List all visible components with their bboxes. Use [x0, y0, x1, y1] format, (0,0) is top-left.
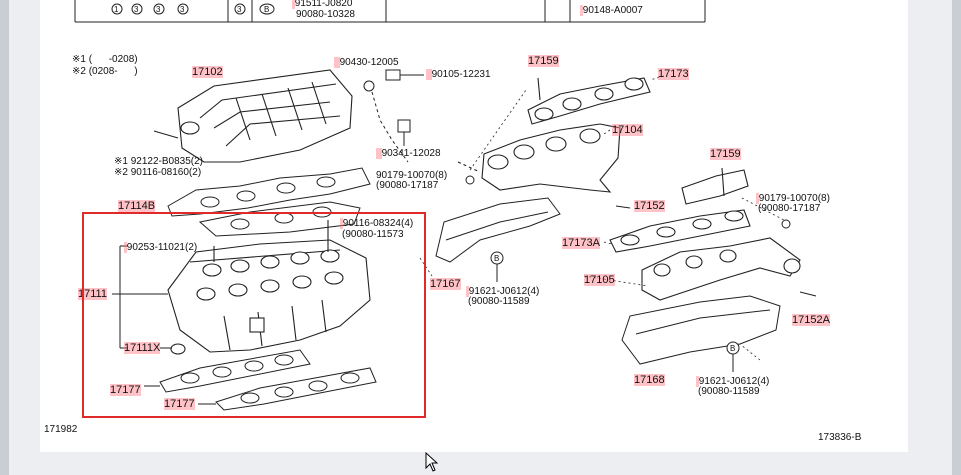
- label-90105-12231: 90105-12231: [426, 69, 491, 80]
- label-17152a: 17152A: [792, 314, 830, 326]
- header-col3-circle: B: [264, 5, 270, 14]
- parts-diagram-sheet: 1 3 3 3 3 B 91511-J0820 90080-10328 9014…: [40, 0, 908, 452]
- label-90179-10070-right: 90179-10070(8): [756, 193, 830, 204]
- label-91621-j0612-left: 91621-J0612(4): [466, 286, 539, 297]
- diagram-code-left: 171982: [44, 424, 78, 435]
- header-circle-4: 3: [180, 5, 185, 14]
- label-17177-a: 17177: [110, 384, 141, 396]
- label-90080-11589-left: (90080-11589: [468, 296, 530, 307]
- studs-drawing: [465, 175, 817, 297]
- upper-intake-drawing: [153, 69, 353, 163]
- exhaust-17104-drawing: [457, 77, 651, 193]
- label-17173: 17173: [658, 68, 689, 80]
- note-2: ※2 (0208- ): [72, 66, 138, 77]
- gasket-17177-drawing: [144, 349, 377, 411]
- heat-shield-17167-drawing: [435, 197, 561, 263]
- label-17114b: 17114B: [118, 200, 156, 212]
- label-92122-b0835: ※1 92122-B0835(2): [114, 156, 203, 167]
- note-1: ※1 ( -0208): [72, 54, 138, 65]
- label-90080-11573: (90080-11573: [342, 229, 404, 240]
- label-17168: 17168: [634, 374, 665, 386]
- left-scroll-edge: [0, 0, 9, 475]
- diagram-code-right: 173836-B: [818, 432, 862, 443]
- b-callouts: [490, 251, 740, 372]
- label-17152: 17152: [634, 200, 665, 212]
- label-90080-17187-right: (90080-17187: [758, 203, 821, 214]
- lower-intake-drawing: [167, 220, 371, 355]
- exhaust-17105-drawing: [609, 167, 801, 301]
- label-17105: 17105: [584, 274, 615, 286]
- label-90080-11589-right: (90080-11589: [698, 386, 760, 397]
- label-90116-08160: ※2 90116-08160(2): [114, 167, 202, 178]
- label-b-right: B: [730, 344, 736, 353]
- header-circle-2: 3: [134, 5, 139, 14]
- diagram-drawing: [74, 0, 817, 411]
- header-circle-3: 3: [156, 5, 161, 14]
- label-17102: 17102: [192, 66, 223, 78]
- label-17159-top: 17159: [528, 55, 559, 67]
- label-17111: 17111: [78, 288, 107, 300]
- label-17159-right: 17159: [710, 148, 741, 160]
- label-90341-12028: 90341-12028: [376, 148, 441, 159]
- label-17104: 17104: [612, 124, 643, 136]
- label-17173a: 17173A: [562, 237, 600, 249]
- bolts-top-drawing: [363, 69, 424, 163]
- header-part-90080-10328: 90080-10328: [296, 9, 355, 20]
- header-part-90148: 90148-A0007: [580, 5, 643, 16]
- header-col2-circle: 3: [237, 5, 242, 14]
- header-part-91511: 91511-J0820: [292, 0, 352, 9]
- header-table-lines: [74, 0, 706, 23]
- label-90430-12005: 90430-12005: [334, 57, 399, 68]
- selection-highlight-frame: [82, 212, 426, 418]
- bracket-lines: [112, 245, 172, 349]
- label-90179-10070-left: 90179-10070(8): [376, 170, 448, 181]
- mouse-cursor-icon: [425, 452, 439, 472]
- label-90116-08324: 90116-08324(4): [340, 218, 413, 229]
- header-circle-1: 1: [114, 5, 119, 14]
- label-91621-j0612-right: 91621-J0612(4): [696, 376, 769, 387]
- label-90253-11021: 90253-11021(2): [124, 242, 197, 253]
- leader-lines: [419, 75, 785, 361]
- label-17167: 17167: [430, 278, 461, 290]
- label-17177-b: 17177: [164, 398, 195, 410]
- gasket-17114b-drawing: [167, 167, 371, 237]
- right-scroll-edge: [952, 0, 961, 475]
- label-b-left: B: [494, 254, 500, 263]
- label-17111x: 17111X: [124, 342, 161, 354]
- label-90080-17187-left: (90080-17187: [376, 180, 439, 191]
- heat-shield-17168-drawing: [621, 295, 781, 365]
